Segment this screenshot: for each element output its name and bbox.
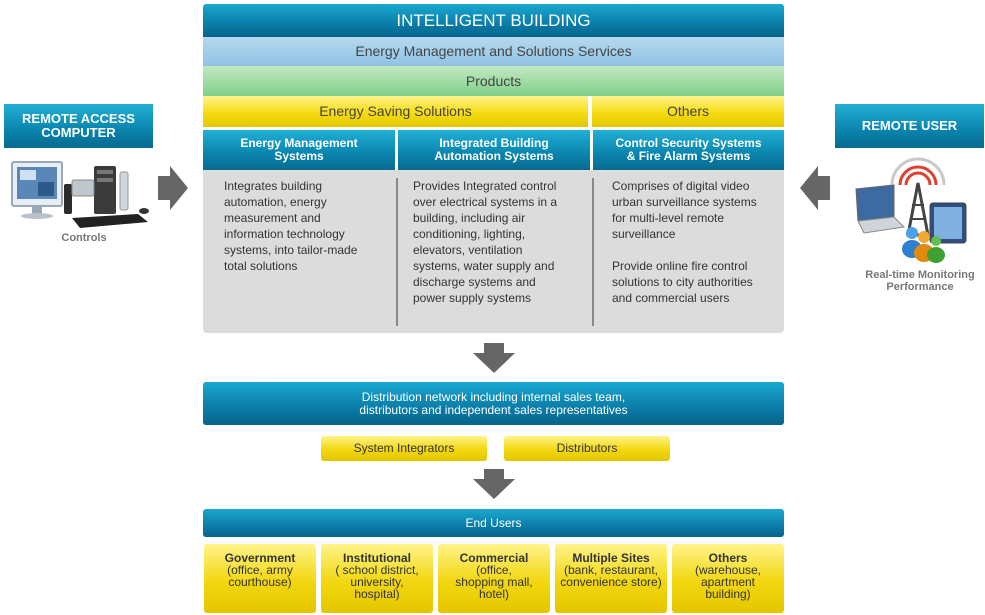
text-line: conditioning, lighting, [413,227,526,241]
text-line: Comprises of digital video [612,179,750,193]
text-line: urban surveillance systems [612,195,757,209]
column-text-energy-management: Integrates building automation, energy m… [224,178,394,274]
text-line [612,242,782,258]
others-band: Others [592,96,784,127]
text-line: for multi-level remote [612,211,725,225]
segment-title: Government [224,551,296,565]
text-line: Provide online fire control [612,259,748,273]
text-line: discharge systems and [413,275,536,289]
text-line: power supply systems [413,291,532,305]
text-line: and commercial users [612,291,730,305]
text-line: systems, into tailor-made [224,243,358,257]
segment-government: Government (office, army courthouse) [204,544,316,613]
header-line: Energy Management [240,136,358,150]
text-line: Integrates building [224,179,323,193]
segment-line: apartment [700,575,756,589]
header-line: Integrated Building [439,136,549,150]
segment-title: Institutional [343,551,411,565]
segment-line: shopping mall, [455,575,533,589]
arrow-down-icon [473,469,515,499]
segment-line: (bank, restaurant, [563,563,659,577]
segment-others: Others (warehouse, apartment building) [672,544,784,613]
segment-line: university, [350,575,404,589]
services-band: Energy Management and Solutions Services [203,37,784,66]
segment-title: Others [708,551,748,565]
segment-multiple-sites: Multiple Sites (bank, restaurant, conven… [555,544,667,613]
end-users-bar: End Users [203,509,784,537]
text-line: surveillance [612,227,676,241]
distribution-line: Distribution network including internal … [361,389,626,404]
label-line: REMOTE ACCESS [22,111,135,126]
remote-user-label: REMOTE USER [835,104,984,148]
segment-commercial: Commercial (office, shopping mall, hotel… [438,544,550,613]
caption-line: Performance [886,281,954,293]
segment-line: courthouse) [228,575,292,589]
distribution-line: distributors and independent sales repre… [359,402,628,417]
segment-title: Commercial [459,551,529,565]
header-line: & Fire Alarm Systems [626,149,751,163]
arrow-right-icon [158,166,188,210]
products-band: Products [203,66,784,96]
text-line: solutions to city authorities [612,275,753,289]
segment-line: convenience store) [560,575,662,589]
text-line: elevators, ventilation [413,243,523,257]
segment-line: (warehouse, [694,563,762,577]
column-text-security-fire: Comprises of digital video urban surveil… [612,178,782,306]
energy-saving-band: Energy Saving Solutions [203,96,588,127]
header-line: Systems [274,149,324,163]
controls-caption: Controls [61,232,107,244]
column-divider [396,178,398,326]
distribution-network-bar: Distribution network including internal … [203,382,784,425]
remote-monitoring-illustration-icon [855,157,967,263]
computer-illustration-icon [11,161,149,228]
distributors-pill: Distributors [504,436,670,461]
header-line: Control Security Systems [615,136,762,150]
segment-line: building) [705,587,751,601]
arrow-left-icon [800,166,830,210]
text-line: measurement and [224,211,321,225]
solutions-panel [203,170,784,333]
page-title: INTELLIGENT BUILDING [203,4,784,37]
segment-line: hospital) [354,587,400,601]
label-line: COMPUTER [41,125,116,140]
text-line: over electrical systems in a [413,195,558,209]
column-header-security-fire: Control Security Systems& Fire Alarm Sys… [593,130,784,170]
column-divider [592,178,594,326]
segment-line: (office, army [227,563,293,577]
segment-line: ( school district, [335,563,419,577]
segment-title: Multiple Sites [572,551,650,565]
column-text-building-automation: Provides Integrated control over electri… [413,178,588,306]
header-line: Automation Systems [434,149,554,163]
caption-line: Real-time Monitoring [865,269,975,281]
text-line: building, including air [413,211,526,225]
segment-line: hotel) [478,587,510,601]
text-line: systems, water supply and [413,259,555,273]
arrow-down-icon [473,343,515,373]
system-integrators-pill: System Integrators [321,436,487,461]
text-line: total solutions [224,259,298,273]
segment-line: (office, [476,563,512,577]
text-line: information technology [224,227,345,241]
text-line: Provides Integrated control [413,179,557,193]
segment-institutional: Institutional ( school district, univers… [321,544,433,613]
text-line: automation, energy [224,195,327,209]
